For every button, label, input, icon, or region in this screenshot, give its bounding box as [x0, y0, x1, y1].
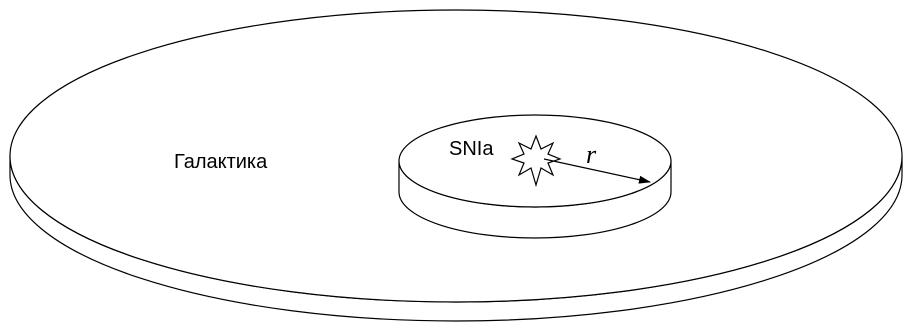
radius-arrow	[543, 158, 651, 184]
supernova-label: SNIa	[449, 138, 494, 160]
radius-label: r	[586, 140, 597, 169]
galaxy-label: Галактика	[174, 151, 268, 173]
supernova-star-icon	[510, 134, 562, 188]
